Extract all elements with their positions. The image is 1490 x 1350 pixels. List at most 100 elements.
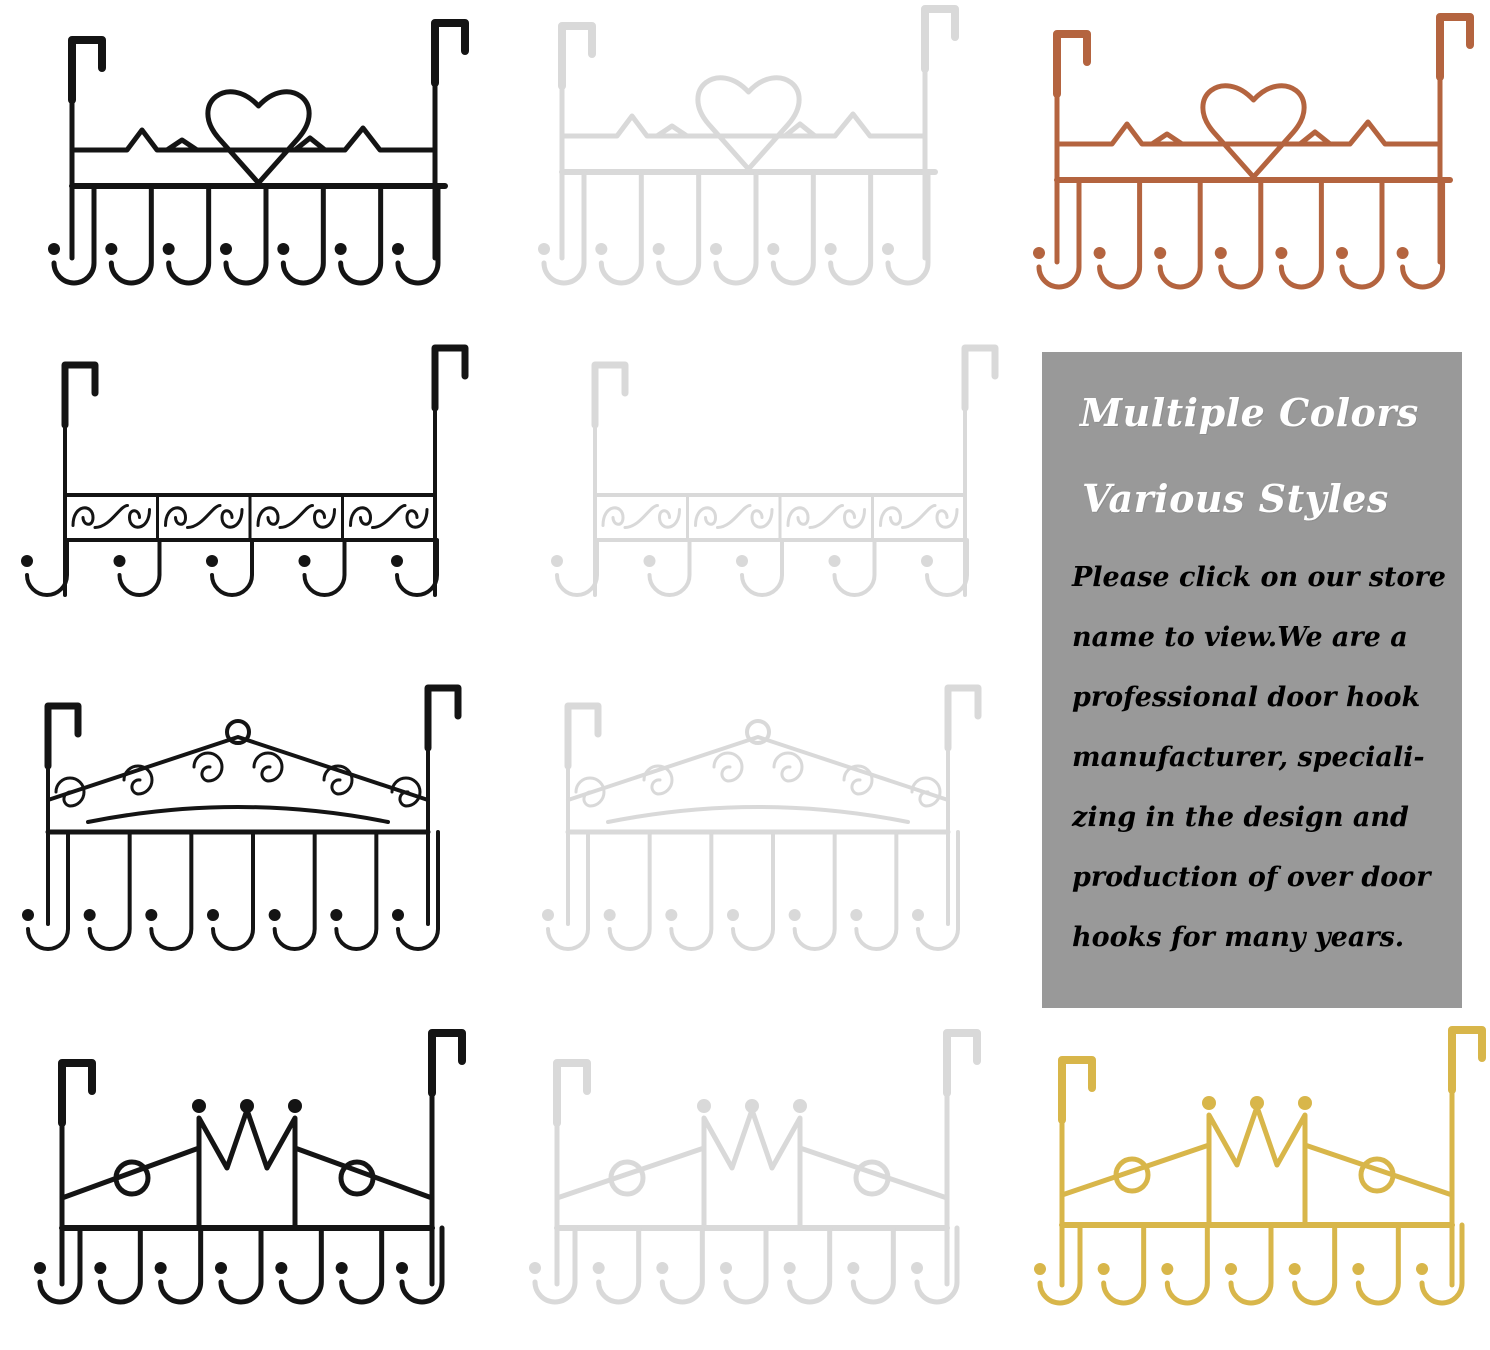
- hook: [596, 1225, 642, 1305]
- crown-ball: [745, 1099, 759, 1113]
- hook-ball: [1416, 1263, 1428, 1275]
- hook: [669, 830, 714, 951]
- hook: [854, 830, 899, 951]
- curl-ornament: [122, 764, 154, 796]
- hook-ball: [709, 243, 722, 255]
- hook: [850, 1225, 896, 1305]
- hook-ball: [665, 909, 678, 921]
- hook: [1164, 1222, 1210, 1306]
- hook-ball: [162, 243, 175, 255]
- crown-icon: [701, 1107, 803, 1231]
- hook: [395, 183, 441, 286]
- hook-ball: [592, 1262, 605, 1274]
- crown-ring: [608, 1159, 646, 1197]
- hook: [223, 183, 269, 286]
- hook-ball: [391, 243, 404, 255]
- scroll-ornament: [164, 504, 244, 529]
- hook: [211, 830, 255, 951]
- hook: [158, 1225, 204, 1305]
- hook: [916, 830, 960, 951]
- curl-ornament: [54, 776, 86, 808]
- door-clip: [68, 36, 106, 104]
- crown-ring: [1358, 1156, 1396, 1194]
- hook-ball: [1033, 247, 1045, 259]
- hook: [885, 169, 931, 286]
- hook: [25, 538, 69, 597]
- door-clip: [553, 1059, 591, 1127]
- hook-ball: [643, 555, 656, 567]
- door-clip: [431, 344, 469, 412]
- hook-ball: [1335, 247, 1348, 259]
- hook: [532, 1225, 578, 1305]
- door-clip: [591, 361, 629, 429]
- curl-ornament: [192, 751, 224, 783]
- hook-ball: [783, 1262, 796, 1274]
- hook-ball: [396, 1262, 408, 1274]
- hook-ball: [847, 1262, 860, 1274]
- hook: [334, 830, 379, 951]
- hook-ball: [767, 243, 780, 255]
- crown-ball: [697, 1099, 711, 1113]
- crown-ring: [113, 1159, 151, 1197]
- door-clip: [431, 19, 469, 87]
- scroll-ornament: [349, 504, 429, 529]
- hook-ball: [1161, 1263, 1174, 1275]
- curl-ornament: [390, 776, 422, 808]
- hook-ball: [656, 1262, 669, 1274]
- hook-ball: [1097, 1263, 1110, 1275]
- hook: [87, 830, 132, 951]
- hook: [713, 169, 759, 286]
- hook-ball: [1214, 247, 1227, 259]
- hook-ball: [298, 555, 311, 567]
- hook: [218, 1225, 264, 1305]
- arch-frame: [606, 805, 910, 824]
- hook: [339, 1225, 385, 1305]
- hook: [723, 1225, 769, 1305]
- hook-ball: [334, 243, 347, 255]
- panel-line: professional door hook: [1072, 682, 1421, 713]
- hook: [166, 183, 212, 286]
- hook: [541, 169, 587, 286]
- hook-ball: [277, 243, 290, 255]
- hook: [832, 538, 877, 597]
- panel-heading-styles: Various Styles: [1082, 476, 1389, 521]
- scroll-hanger-white: [551, 344, 999, 597]
- hook: [97, 1225, 143, 1305]
- hook-ball: [727, 909, 739, 921]
- curl-ornament: [910, 776, 942, 808]
- panel-line: Please click on our store: [1072, 562, 1446, 593]
- wave-bar: [1149, 129, 1333, 147]
- door-clip: [1448, 1026, 1486, 1094]
- heart-icon: [1200, 83, 1307, 180]
- hook: [828, 169, 874, 286]
- crown-ball: [1298, 1096, 1312, 1110]
- hook-ball: [215, 1262, 227, 1274]
- hook-ball: [219, 243, 232, 255]
- hook-ball: [720, 1262, 732, 1274]
- crown-hanger-gold: [1034, 1026, 1486, 1306]
- crown-wing: [1059, 1142, 1455, 1198]
- hook-ball: [1225, 1263, 1237, 1275]
- hook: [338, 183, 384, 286]
- panel-heading-colors: Multiple Colors: [1080, 390, 1419, 435]
- hook: [1097, 177, 1143, 290]
- door-clip: [921, 5, 959, 73]
- hook-ball: [275, 1262, 288, 1274]
- panel-line: hooks for many years.: [1072, 922, 1405, 953]
- arch-ring: [225, 719, 251, 745]
- wave-bar: [164, 135, 328, 153]
- hook: [1355, 1222, 1401, 1306]
- crown-ball: [793, 1099, 807, 1113]
- hook-ball: [1275, 247, 1288, 259]
- hook: [1218, 177, 1264, 290]
- door-clip: [1058, 1056, 1096, 1124]
- hook-ball: [94, 1262, 107, 1274]
- hook-ball: [1093, 247, 1106, 259]
- hook: [280, 183, 326, 286]
- hook-ball: [83, 909, 96, 921]
- crown-ball: [288, 1099, 302, 1113]
- hook: [395, 538, 439, 597]
- door-clip: [58, 1059, 96, 1127]
- hook-ball: [335, 1262, 348, 1274]
- arch-frame: [46, 735, 430, 802]
